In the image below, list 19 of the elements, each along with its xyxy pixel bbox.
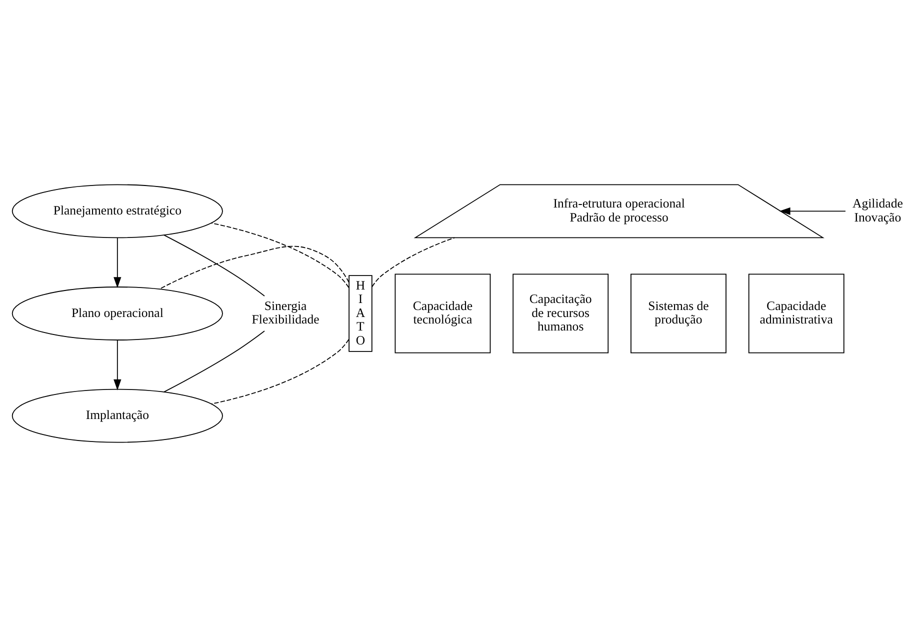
node-ellipse: Plano operacional bbox=[12, 286, 223, 340]
arrow bbox=[779, 206, 846, 214]
node-box: Sistemas de produção bbox=[630, 273, 726, 353]
arrow bbox=[114, 339, 122, 390]
node-text: Agilidade Inovação bbox=[852, 196, 903, 224]
node-box: H I A T O bbox=[348, 274, 372, 352]
node-box: Capacidade administrativa bbox=[748, 273, 844, 353]
node-ellipse: Planejamento estratégico bbox=[12, 184, 223, 238]
connector bbox=[372, 236, 455, 287]
connector bbox=[211, 222, 350, 288]
connector bbox=[164, 330, 265, 392]
connector bbox=[211, 338, 350, 404]
node-ellipse: Implantação bbox=[12, 388, 223, 442]
arrow bbox=[114, 236, 122, 288]
node-box: Capacitação de recursos humanos bbox=[512, 273, 609, 353]
node-box: Capacidade tecnológica bbox=[394, 273, 491, 353]
connector bbox=[158, 245, 350, 290]
node-text: Sinergia Flexibilidade bbox=[252, 298, 320, 326]
connector bbox=[164, 234, 265, 296]
